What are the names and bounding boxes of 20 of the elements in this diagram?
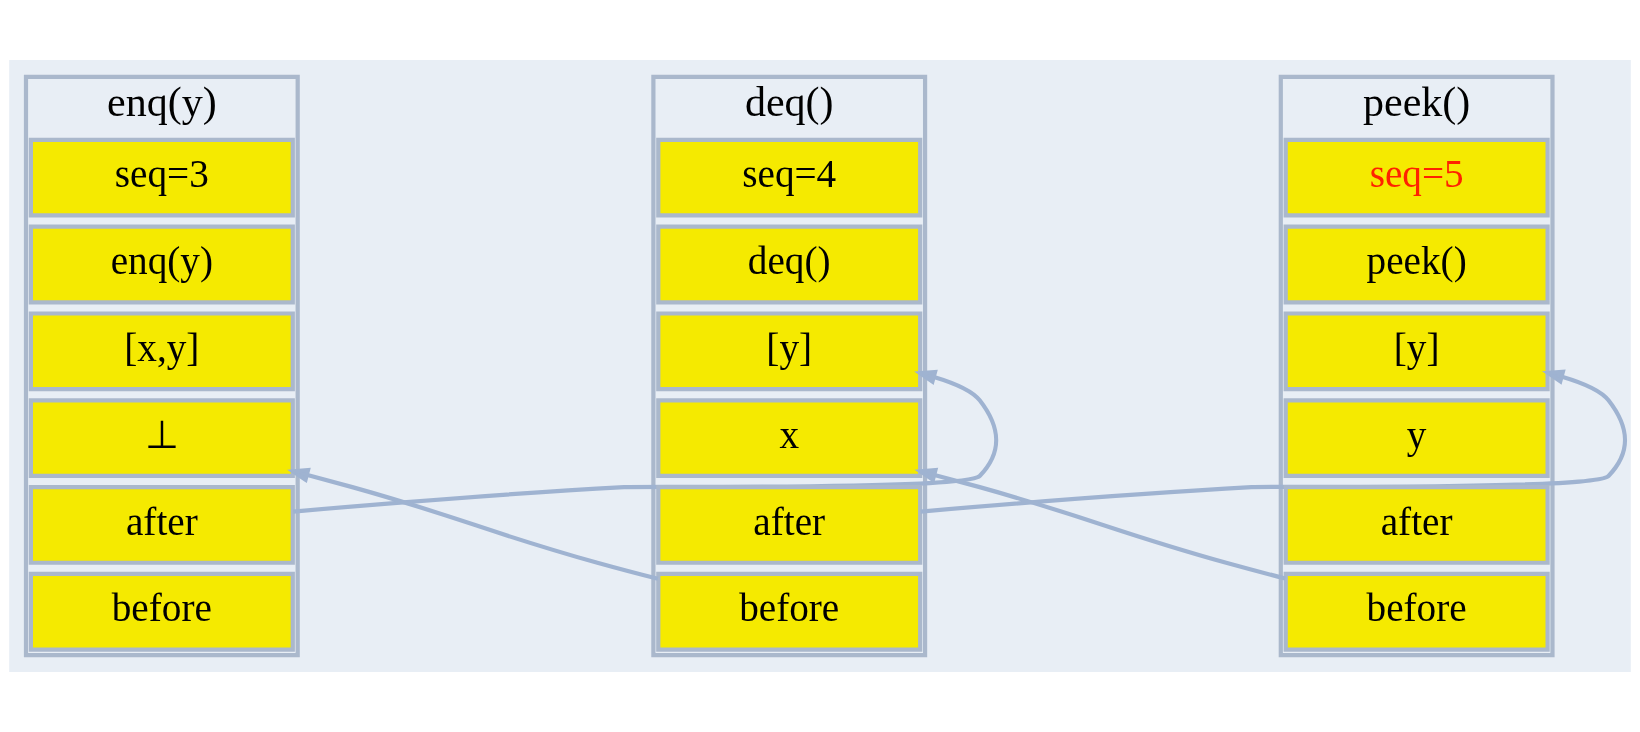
node-box: after <box>1283 485 1550 565</box>
node-box: ⊥ <box>28 398 295 479</box>
node-box: x <box>656 398 923 479</box>
node-box: [y] <box>1283 311 1550 392</box>
node-box: before <box>656 571 923 652</box>
node-box: peek() <box>1283 224 1550 305</box>
node-box: seq=3 <box>28 137 295 218</box>
node-box: [x,y] <box>28 311 295 392</box>
node-box: [y] <box>656 311 923 392</box>
arrow <box>914 467 1286 581</box>
node-box: y <box>1283 398 1550 479</box>
node-box: enq(y) <box>28 224 295 305</box>
arrow <box>287 467 659 581</box>
node-box: seq=5 <box>1283 137 1550 218</box>
node-box: before <box>28 571 295 652</box>
node-box: after <box>28 485 295 565</box>
node-box: after <box>656 485 923 565</box>
node-box: before <box>1283 571 1550 652</box>
node-box: seq=4 <box>656 137 923 218</box>
node-box: deq() <box>656 224 923 305</box>
